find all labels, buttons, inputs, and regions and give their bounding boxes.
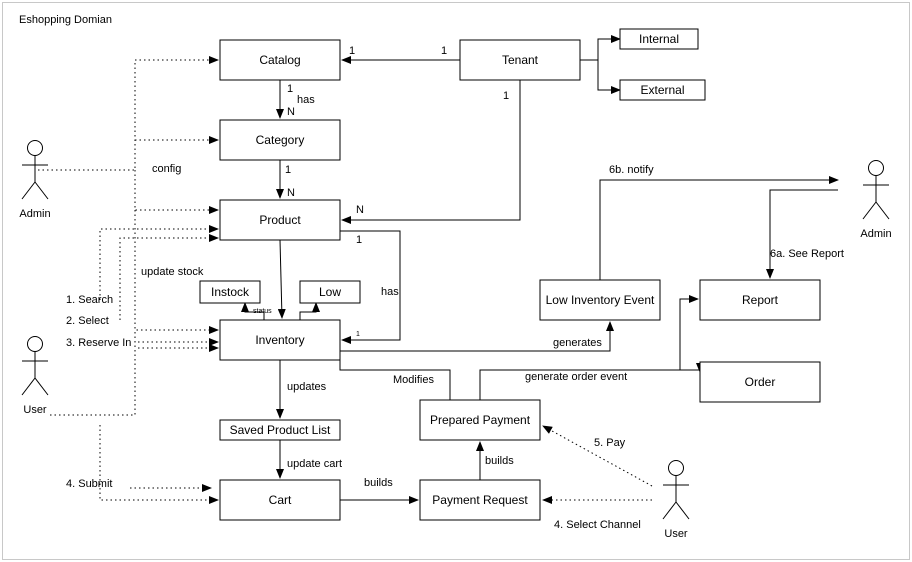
nodes: Catalog Tenant Internal External Categor…: [199, 28, 821, 521]
label-tenant-catalog-1a: 1: [349, 45, 355, 57]
node-tenant[interactable]: Tenant: [459, 39, 581, 81]
label-generates: generates: [553, 337, 602, 349]
label-tenant-product-n: N: [356, 204, 364, 216]
diagram-title: Eshopping Domian: [19, 14, 112, 26]
edge-tenant-product: [341, 80, 521, 224]
label-pay: 5. Pay: [594, 437, 626, 449]
actor-user-right-icon: [662, 460, 690, 520]
label-category-product-n: N: [287, 187, 295, 199]
edge-user-select: [119, 234, 219, 320]
label-submit: 4. Submit: [66, 478, 112, 490]
node-saved-product-list[interactable]: Saved Product List: [219, 419, 341, 441]
actor-user-right[interactable]: User: [662, 460, 690, 541]
label-builds-cart: builds: [364, 477, 393, 489]
label-search: 1. Search: [66, 294, 113, 306]
edge-inventory-instock: [241, 302, 265, 320]
label-inventory-1: 1: [356, 331, 360, 338]
actor-user-left-icon: [21, 336, 49, 396]
node-instock-label: Instock: [211, 285, 250, 299]
node-external[interactable]: External: [619, 79, 706, 101]
node-order-label: Order: [745, 375, 776, 389]
node-internal-label: Internal: [639, 32, 679, 46]
node-cart[interactable]: Cart: [219, 479, 341, 521]
node-prepared-payment[interactable]: Prepared Payment: [419, 399, 541, 441]
label-generate-order-event: generate order event: [525, 371, 627, 383]
label-update-cart: update cart: [287, 458, 342, 470]
edge-admin-report: [766, 189, 838, 279]
node-inventory-label: Inventory: [255, 333, 304, 347]
label-product-inventory-has: has: [381, 286, 399, 298]
actor-user-right-label: User: [664, 528, 688, 540]
label-reserve-in: 3. Reserve In: [66, 337, 131, 349]
node-category[interactable]: Category: [219, 119, 341, 161]
edge-user-submit: [99, 425, 219, 504]
node-low-label: Low: [319, 285, 341, 299]
label-notify: 6b. notify: [609, 164, 654, 176]
actor-user-left[interactable]: User: [21, 336, 49, 417]
label-config: config: [152, 163, 181, 175]
edge-user-search: [99, 225, 219, 300]
label-updates: updates: [287, 381, 327, 393]
label-category-product-1: 1: [285, 164, 291, 176]
node-inventory[interactable]: Inventory: [219, 319, 341, 361]
connectors: [38, 35, 839, 504]
label-catalog-category-n: N: [287, 106, 295, 118]
actor-admin-right-label: Admin: [860, 228, 891, 240]
label-tenant-product-1: 1: [503, 90, 509, 102]
edge-tenant-internal: [580, 35, 621, 61]
label-select: 2. Select: [66, 315, 109, 327]
label-update-stock: update stock: [141, 266, 204, 278]
node-category-label: Category: [256, 133, 305, 147]
label-catalog-category-has: has: [297, 94, 315, 106]
node-internal[interactable]: Internal: [619, 28, 699, 50]
node-low-inventory-event[interactable]: Low Inventory Event: [539, 279, 661, 321]
node-tenant-label: Tenant: [502, 53, 539, 67]
node-payment-request-label: Payment Request: [432, 493, 528, 507]
label-tenant-catalog-1b: 1: [441, 45, 447, 57]
actor-admin-left-label: Admin: [19, 208, 50, 220]
node-catalog-label: Catalog: [259, 53, 300, 67]
node-product[interactable]: Product: [219, 199, 341, 241]
edge-labels: 1 1 1 N 1 has N 1 N config 1 has 1 updat…: [66, 45, 844, 531]
actor-user-left-label: User: [23, 404, 47, 416]
node-low-inventory-event-label: Low Inventory Event: [546, 293, 655, 307]
node-payment-request[interactable]: Payment Request: [419, 479, 541, 521]
actor-admin-left-icon: [21, 140, 49, 200]
edge-inventory-low: [299, 302, 320, 320]
edge-inventory-event: [340, 321, 614, 352]
label-select-channel: 4. Select Channel: [554, 519, 641, 531]
edge-admin-product: [134, 170, 219, 214]
label-see-report: 6a. See Report: [770, 248, 844, 260]
actor-admin-left[interactable]: Admin: [19, 140, 51, 221]
node-report-label: Report: [742, 293, 779, 307]
node-order[interactable]: Order: [699, 361, 821, 403]
node-catalog[interactable]: Catalog: [219, 39, 341, 81]
label-catalog-category-1: 1: [287, 83, 293, 95]
edge-product-inventory: [277, 239, 286, 319]
node-cart-label: Cart: [269, 493, 292, 507]
edge-payment-report: [679, 295, 699, 370]
actor-admin-right-icon: [862, 160, 890, 220]
edge-payment-modifies-inventory: [339, 352, 451, 400]
node-external-label: External: [640, 83, 684, 97]
label-modifies: Modifies: [393, 374, 434, 386]
label-product-inventory-1: 1: [356, 234, 362, 246]
label-builds-payment: builds: [485, 455, 514, 467]
edge-tenant-external: [597, 60, 621, 94]
edge-user-pay: [542, 425, 653, 487]
edge-event-notify-admin: [599, 176, 839, 280]
actor-admin-right[interactable]: Admin: [860, 160, 892, 241]
edge-product-inventory-has: [340, 230, 401, 344]
edge-user-admin-link: [50, 330, 136, 416]
edge-admin-catalog: [38, 56, 219, 171]
node-low[interactable]: Low: [299, 280, 361, 304]
node-instock[interactable]: Instock: [199, 280, 261, 304]
label-status: status: [253, 308, 272, 315]
node-report[interactable]: Report: [699, 279, 821, 321]
node-prepared-payment-label: Prepared Payment: [430, 413, 531, 427]
node-product-label: Product: [259, 213, 301, 227]
node-saved-product-list-label: Saved Product List: [230, 423, 331, 437]
